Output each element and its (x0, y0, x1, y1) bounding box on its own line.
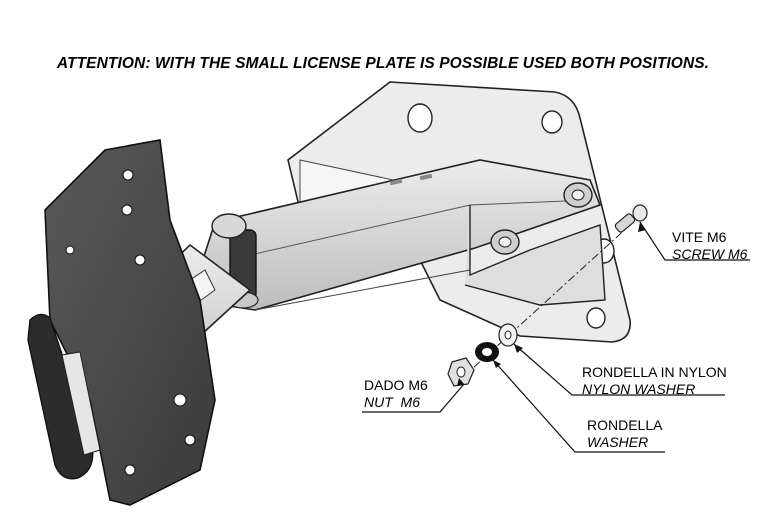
leader-screw (639, 221, 750, 261)
callout-washer-it: RONDELLA (587, 417, 663, 433)
callout-nylon-washer: RONDELLA IN NYLON NYLON WASHER (582, 364, 727, 398)
callout-screw-en: SCREW M6 (672, 246, 748, 262)
pivot-pin (211, 213, 259, 309)
callout-nylon-washer-en: NYLON WASHER (582, 381, 696, 397)
leader-lines (362, 221, 750, 453)
callout-washer-en: WASHER (587, 434, 649, 450)
attention-title: ATTENTION: WITH THE SMALL LICENSE PLATE … (56, 55, 710, 72)
screw-m6-part (614, 204, 648, 233)
leader-arrowheads (457, 222, 646, 386)
callout-screw: VITE M6 SCREW M6 (672, 229, 747, 263)
callout-screw-it: VITE M6 (672, 229, 727, 245)
leader-nylon-washer (513, 343, 725, 396)
plate-hole-top-right (541, 110, 563, 134)
license-plate-bracket (44, 139, 216, 506)
arm-bolts (490, 182, 593, 255)
plate-hole-bottom-right (586, 307, 606, 329)
washer-part (475, 342, 499, 362)
plate-hole-top-left (407, 103, 433, 133)
callout-nut-it: DADO M6 (364, 377, 428, 393)
callout-washer: RONDELLA WASHER (587, 417, 662, 451)
rubber-bumper (27, 313, 101, 480)
leader-washer (492, 359, 665, 453)
callout-nut-en: NUT M6 (364, 394, 420, 410)
callout-nut: DADO M6 NUT M6 (364, 377, 428, 411)
callout-nylon-washer-it: RONDELLA IN NYLON (582, 364, 727, 380)
nylon-washer-part (498, 323, 518, 347)
leader-nut (362, 383, 465, 413)
nut-m6-part (447, 357, 475, 387)
